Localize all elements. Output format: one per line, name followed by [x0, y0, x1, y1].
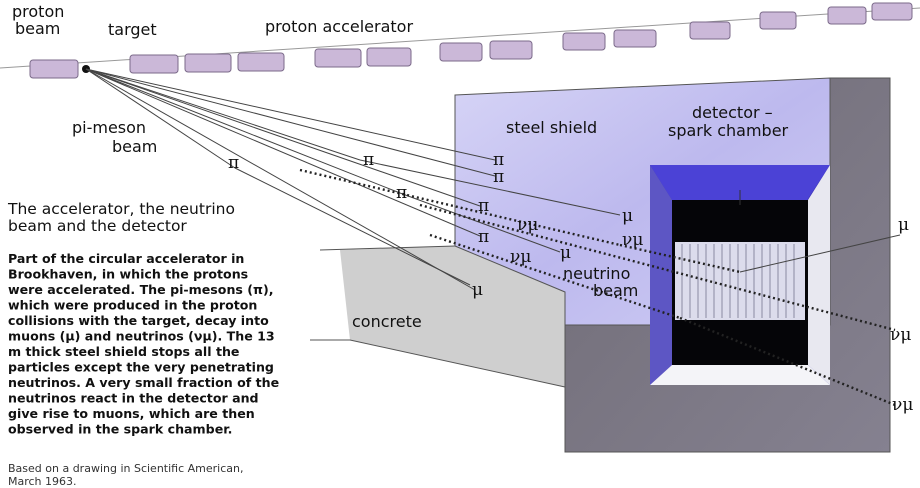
- svg-text:give rise to muons, which are: give rise to muons, which are then: [8, 406, 255, 421]
- svg-text:particles except the very pene: particles except the very penetrating: [8, 360, 274, 375]
- muon-symbol: μ: [472, 280, 483, 300]
- svg-text:neutrinos react in the detecto: neutrinos react in the detector and: [8, 391, 259, 406]
- accelerator-magnets: [29, 2, 913, 79]
- proton-beam-label-2: beam: [15, 19, 60, 38]
- proton-beam-label: proton: [12, 2, 64, 21]
- concrete-left: [340, 246, 565, 387]
- muon-symbol: μ: [622, 206, 633, 226]
- neutrino-symbol: νμ: [510, 247, 531, 267]
- neutrino-symbol: νμ: [890, 325, 911, 345]
- particle-labels: π π π π π π π μ μ μ μ νμ νμ νμ νμ νμ: [228, 150, 913, 415]
- pi-meson-beam-label: pi-meson: [72, 118, 146, 137]
- target-label: target: [108, 20, 157, 39]
- caption: The accelerator, the neutrino beam and t…: [7, 200, 279, 488]
- caption-title-2: beam and the detector: [8, 217, 187, 235]
- pion-symbol: π: [396, 183, 407, 203]
- pion-symbol: π: [478, 227, 489, 247]
- svg-text:Brookhaven, in which the proto: Brookhaven, in which the protons: [8, 267, 248, 282]
- neutrino-symbol: νμ: [892, 395, 913, 415]
- concrete-label: concrete: [352, 312, 422, 331]
- detector-label: detector –: [692, 103, 773, 122]
- svg-text:observed in the spark chamber.: observed in the spark chamber.: [8, 422, 232, 437]
- svg-text:collisions with the target, de: collisions with the target, decay into: [8, 313, 269, 328]
- svg-text:m thick steel shield stops all: m thick steel shield stops all the: [8, 344, 239, 359]
- neutrino-symbol: νμ: [622, 230, 643, 250]
- pion-symbol: π: [478, 196, 489, 216]
- svg-text:neutrinos. A very small fracti: neutrinos. A very small fraction of the: [8, 375, 279, 390]
- pion-symbol: π: [363, 150, 374, 170]
- muon-symbol: μ: [898, 215, 909, 235]
- pi-meson-beam-label-2: beam: [112, 137, 157, 156]
- neutrino-symbol: νμ: [517, 215, 538, 235]
- neutrino-beam-label-2: beam: [593, 281, 638, 300]
- caption-title: The accelerator, the neutrino: [7, 200, 235, 218]
- spark-chamber-detector: [650, 165, 830, 385]
- neutrino-beam-label: neutrino: [563, 264, 630, 283]
- source-note-2: March 1963.: [8, 475, 77, 488]
- svg-text:muons (μ) and neutrinos (νμ).: muons (μ) and neutrinos (νμ). The 13: [8, 329, 275, 344]
- spark-chamber-label: spark chamber: [668, 121, 789, 140]
- source-note: Based on a drawing in Scientific America…: [8, 462, 244, 475]
- steel-shield-label: steel shield: [506, 118, 597, 137]
- pion-symbol: π: [493, 150, 504, 170]
- neutrino-tracks: [299, 168, 896, 407]
- proton-accelerator-label: proton accelerator: [265, 17, 413, 36]
- pion-symbol: π: [228, 153, 239, 173]
- pion-symbol: π: [493, 167, 504, 187]
- muon-symbol: μ: [560, 243, 571, 263]
- svg-text:which were produced in the pro: which were produced in the proton: [8, 298, 257, 313]
- svg-text:were accelerated. The pi-meson: were accelerated. The pi-mesons (π),: [8, 282, 274, 297]
- pion-tracks: [85, 68, 901, 291]
- svg-text:Part of the circular accelerat: Part of the circular accelerator in: [8, 251, 244, 266]
